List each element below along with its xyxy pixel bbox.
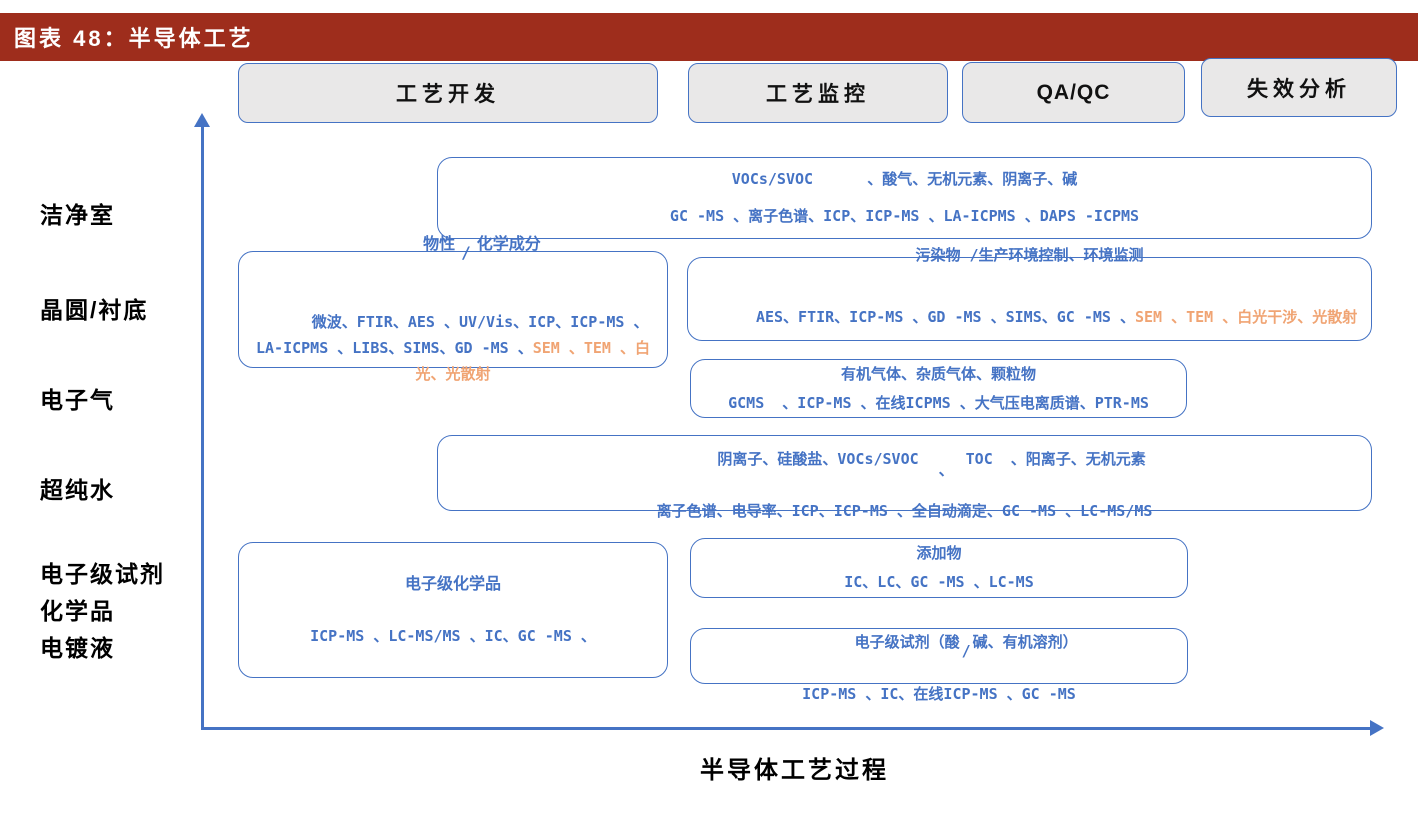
- y-axis-line: [201, 127, 204, 728]
- row-label-chemicals: 化学品: [40, 598, 115, 624]
- row-label-wafer-substrate: 晶圆/衬底: [40, 297, 149, 323]
- stage-label: 工艺开发: [396, 83, 500, 106]
- wafer-dev-title: 物性/化学成分: [365, 206, 541, 281]
- figure-title-bar: 图表 48：半导体工艺: [0, 13, 1418, 61]
- box-ultrapure-water: 阴离子、硅酸盐、VOCs/SVOC、TOC 、阳离子、无机元素 离子色谱、电导率…: [437, 435, 1372, 520]
- stage-label: 工艺监控: [766, 83, 870, 106]
- wafer-mon-methods: AES、FTIR、ICP-MS 、GD -MS 、SIMS、GC -MS 、SE…: [755, 308, 1358, 326]
- box-wafer-development: 物性/化学成分 微波、FTIR、AES 、UV/Vis、ICP、ICP-MS 、…: [238, 234, 668, 383]
- wafer-dev-methods: 微波、FTIR、AES 、UV/Vis、ICP、ICP-MS 、LA-ICPMS…: [256, 313, 650, 383]
- x-axis-line: [201, 727, 1371, 730]
- reagents-methods: ICP-MS 、IC、在线ICP-MS 、GC -MS: [802, 685, 1076, 703]
- slash-glyph: /: [461, 243, 471, 262]
- chem-methods: ICP-MS 、LC-MS/MS 、IC、GC -MS 、: [310, 627, 596, 645]
- box-electronic-chemicals: 电子级化学品 ICP-MS 、LC-MS/MS 、IC、GC -MS 、: [238, 542, 668, 678]
- box-wafer-monitoring: 污染物 /生产环境控制、环境监测 AES、FTIR、ICP-MS 、GD -MS…: [687, 246, 1372, 341]
- stage-label: 失效分析: [1247, 77, 1351, 101]
- chem-title: 电子级化学品: [404, 574, 501, 593]
- row-label-electronic-reagent: 电子级试剂: [40, 561, 165, 587]
- box-cleanroom: VOCs/SVOC 、酸气、无机元素、阴离子、碱 GC -MS 、离子色谱、IC…: [437, 157, 1372, 239]
- box-electronic-gas: 有机气体、杂质气体、颗粒物 GCMS 、ICP-MS 、在线ICPMS 、大气压…: [690, 359, 1187, 418]
- box-electronic-reagents: 电子级试剂（酸/碱、有机溶剂） ICP-MS 、IC、在线ICP-MS 、GC …: [690, 628, 1188, 703]
- stage-column-process-monitoring: 工艺监控: [688, 63, 948, 123]
- additives-methods: IC、LC、GC -MS 、LC-MS: [844, 573, 1034, 591]
- figure-title: 图表 48：半导体工艺: [14, 26, 254, 51]
- stage-column-process-development: 工艺开发: [238, 63, 658, 123]
- cleanroom-methods: GC -MS 、离子色谱、ICP、ICP-MS 、LA-ICPMS 、DAPS …: [669, 207, 1140, 225]
- additives-title: 添加物: [916, 544, 962, 562]
- row-label-plating-solution: 电镀液: [40, 635, 115, 661]
- x-axis-label: 半导体工艺过程: [700, 757, 889, 784]
- reagents-title: 电子级试剂（酸/碱、有机溶剂）: [800, 605, 1078, 680]
- gas-methods: GCMS 、ICP-MS 、在线ICPMS 、大气压电离质谱、PTR-MS: [728, 393, 1149, 412]
- upw-analytes: 阴离子、硅酸盐、VOCs/SVOC、TOC 、阳离子、无机元素: [663, 422, 1145, 497]
- wafer-mon-title: 污染物 /生产环境控制、环境监测: [915, 246, 1144, 264]
- gas-title: 有机气体、杂质气体、颗粒物: [840, 364, 1036, 383]
- upw-methods: 离子色谱、电导率、ICP、ICP-MS 、全自动滴定、GC -MS 、LC-MS…: [656, 502, 1153, 520]
- y-axis-arrow-icon: [194, 113, 210, 127]
- cleanroom-analytes: VOCs/SVOC 、酸气、无机元素、阴离子、碱: [731, 170, 1078, 188]
- stage-label: QA/QC: [1036, 80, 1111, 104]
- stage-column-failure-analysis: 失效分析: [1201, 58, 1397, 117]
- stage-column-qaqc: QA/QC: [962, 62, 1185, 123]
- dun-comma-glyph: 、: [938, 461, 954, 479]
- row-label-reagents-group: 电子级试剂 化学品 电镀液: [40, 556, 165, 667]
- slash-glyph: /: [961, 642, 971, 660]
- row-label-electronic-gas: 电子气: [40, 387, 115, 413]
- row-label-ultrapure-water: 超纯水: [40, 477, 115, 503]
- box-additives: 添加物 IC、LC、GC -MS 、LC-MS: [690, 538, 1188, 598]
- x-axis-arrow-icon: [1370, 720, 1384, 736]
- row-label-cleanroom: 洁净室: [40, 202, 115, 228]
